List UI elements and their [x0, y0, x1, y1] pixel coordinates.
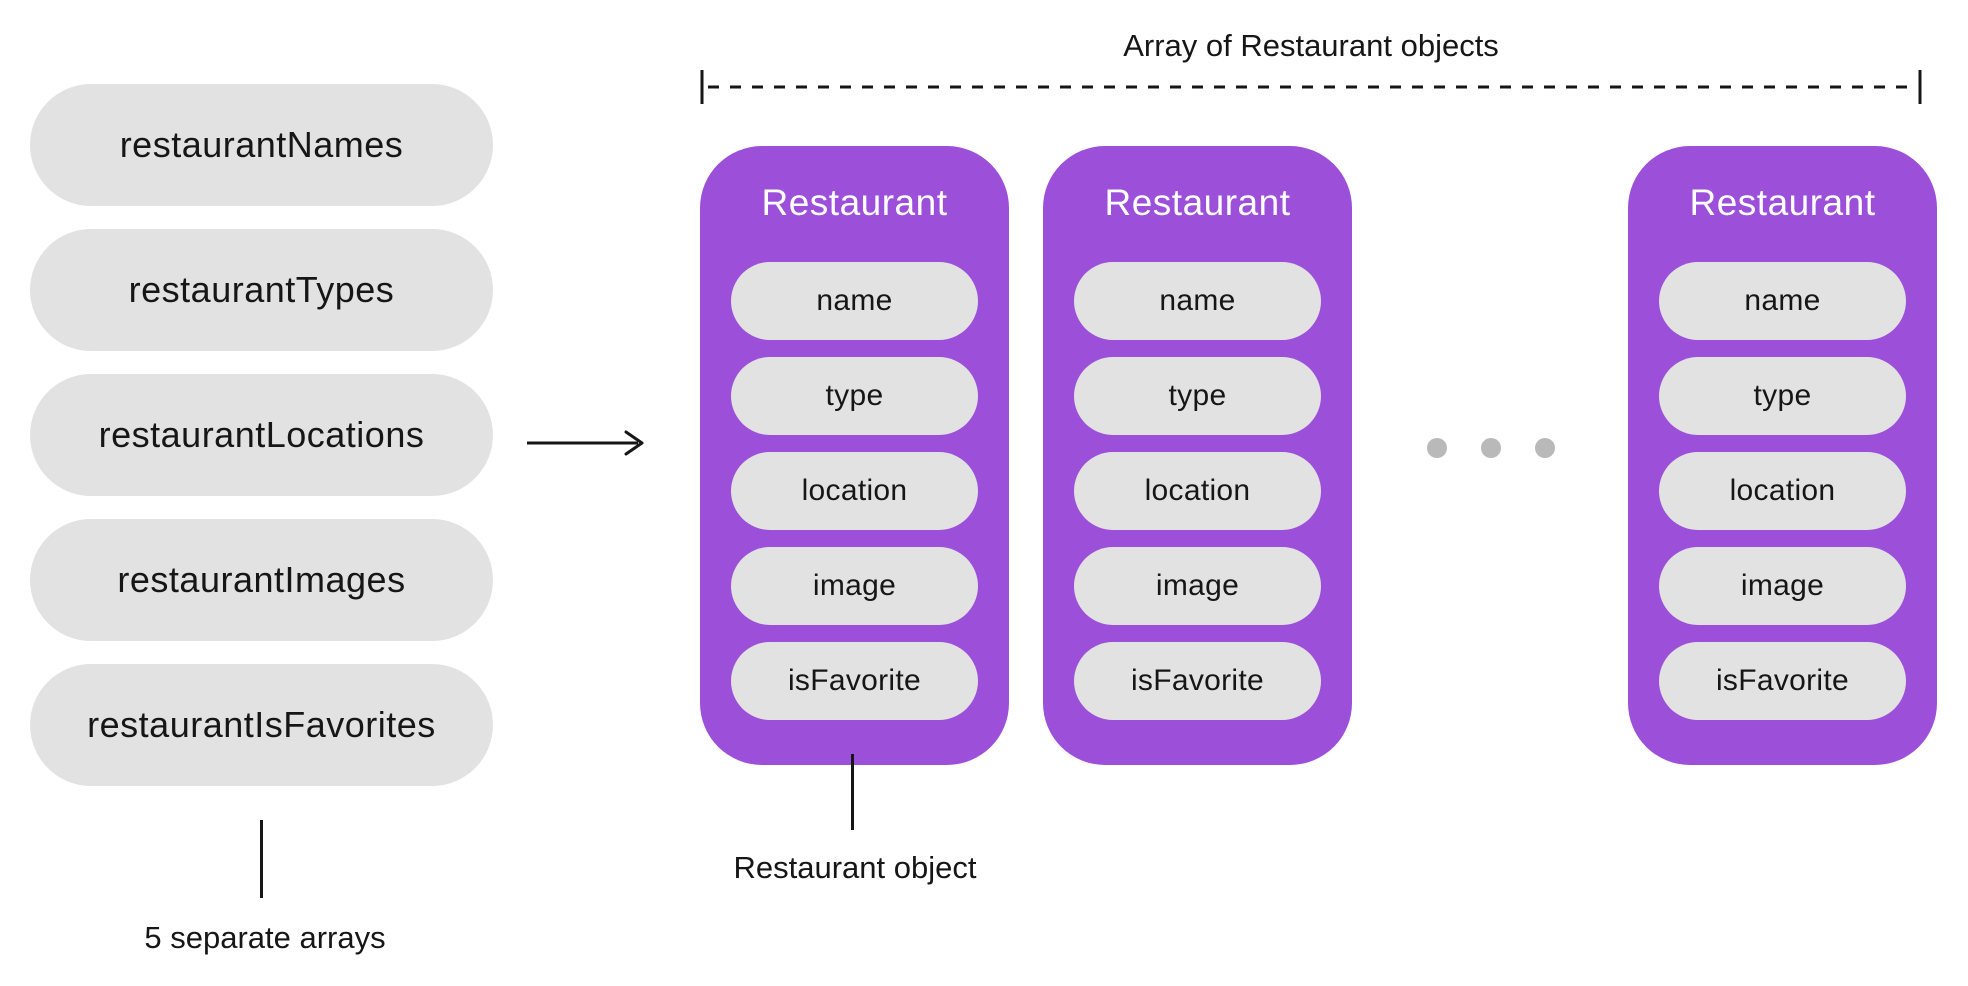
ellipsis-dots — [1427, 438, 1555, 458]
field-pill-image: image — [1074, 547, 1321, 625]
ellipsis-dot — [1427, 438, 1447, 458]
restaurant-card-2: Restaurant name type location image isFa… — [1043, 146, 1352, 765]
card-fields: name type location image isFavorite — [700, 262, 1009, 720]
field-pill-type: type — [1074, 357, 1321, 435]
ellipsis-dot — [1481, 438, 1501, 458]
field-pill-isfavorite: isFavorite — [1659, 642, 1906, 720]
field-pill-location: location — [1659, 452, 1906, 530]
array-pill-restaurant-images: restaurantImages — [30, 519, 493, 641]
array-pill-restaurant-isfavorites: restaurantIsFavorites — [30, 664, 493, 786]
card-fields: name type location image isFavorite — [1043, 262, 1352, 720]
field-pill-isfavorite: isFavorite — [731, 642, 978, 720]
object-caption-connector-line — [851, 754, 854, 830]
field-pill-name: name — [731, 262, 978, 340]
field-pill-type: type — [731, 357, 978, 435]
ellipsis-dot — [1535, 438, 1555, 458]
field-pill-isfavorite: isFavorite — [1074, 642, 1321, 720]
arrow-right-icon — [527, 430, 644, 456]
restaurant-card-3: Restaurant name type location image isFa… — [1628, 146, 1937, 765]
left-arrays-caption: 5 separate arrays — [144, 920, 386, 955]
field-pill-image: image — [1659, 547, 1906, 625]
restaurant-card-1: Restaurant name type location image isFa… — [700, 146, 1009, 765]
card-fields: name type location image isFavorite — [1628, 262, 1937, 720]
restaurant-object-caption: Restaurant object — [733, 850, 977, 885]
array-pill-restaurant-names: restaurantNames — [30, 84, 493, 206]
card-title: Restaurant — [1104, 182, 1291, 223]
array-pill-restaurant-types: restaurantTypes — [30, 229, 493, 351]
card-title: Restaurant — [761, 182, 948, 223]
array-bracket — [700, 70, 1922, 104]
field-pill-location: location — [1074, 452, 1321, 530]
left-caption-connector-line — [260, 820, 263, 898]
card-title: Restaurant — [1689, 182, 1876, 223]
field-pill-name: name — [1074, 262, 1321, 340]
field-pill-type: type — [1659, 357, 1906, 435]
field-pill-image: image — [731, 547, 978, 625]
field-pill-location: location — [731, 452, 978, 530]
array-pill-restaurant-locations: restaurantLocations — [30, 374, 493, 496]
field-pill-name: name — [1659, 262, 1906, 340]
array-bracket-label: Array of Restaurant objects — [1123, 28, 1499, 63]
